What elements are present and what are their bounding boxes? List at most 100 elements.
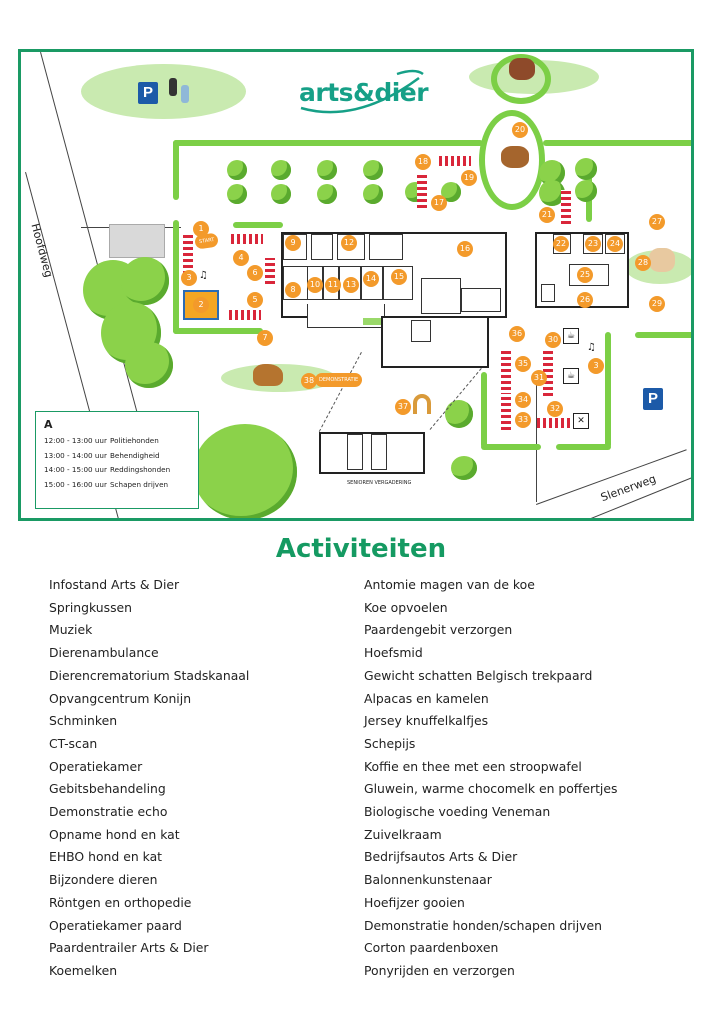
marker-10[interactable]: 10 (307, 277, 323, 293)
marker-16[interactable]: 16 (457, 241, 473, 257)
stall (537, 418, 571, 428)
marker-17[interactable]: 17 (431, 195, 447, 211)
tree (227, 160, 247, 180)
marker-8[interactable]: 8 (285, 282, 301, 298)
marker-20[interactable]: 20 (512, 122, 528, 138)
tree (451, 456, 477, 480)
tree (193, 424, 297, 518)
marker-37[interactable]: 37 (395, 399, 411, 415)
activity-item: Balonnenkunstenaar (364, 872, 492, 888)
event-map: Hoofdweg Slenerweg P P arts&dier (18, 49, 694, 521)
legend-time: 13:00 - 14:00 uur (44, 450, 107, 460)
parking-meadow (81, 64, 246, 119)
activity-item: Schminken (49, 713, 118, 729)
activity-item: Operatiekamer (49, 758, 143, 774)
activity-item: Paardengebit verzorgen (364, 622, 513, 638)
car-icon (169, 78, 177, 96)
marker-21[interactable]: 21 (539, 207, 555, 223)
dog-icon (253, 364, 283, 386)
activity-item: Paardentrailer Arts & Dier (49, 940, 209, 956)
stall (501, 394, 511, 430)
marker-7[interactable]: 7 (257, 330, 273, 346)
stall (183, 234, 193, 274)
marker-12[interactable]: 12 (341, 235, 357, 251)
activity-item: Demonstratie honden/schapen drijven (364, 917, 602, 933)
tree (539, 180, 565, 206)
legend-title: A (44, 418, 53, 431)
marker-30[interactable]: 30 (545, 332, 561, 348)
stall (417, 174, 427, 208)
marker-18[interactable]: 18 (415, 154, 431, 170)
marker-9[interactable]: 9 (285, 235, 301, 251)
room (371, 434, 387, 470)
activity-item: Koemelken (49, 962, 118, 978)
marker-13[interactable]: 13 (343, 277, 359, 293)
marker-34[interactable]: 34 (515, 392, 531, 408)
marker-35[interactable]: 35 (515, 356, 531, 372)
room (411, 320, 431, 342)
tree (445, 400, 473, 428)
marker-33[interactable]: 33 (515, 412, 531, 428)
activity-item: CT-scan (49, 735, 98, 751)
hedge (233, 222, 283, 228)
road-line (536, 382, 537, 502)
horseshoe-icon (413, 394, 431, 414)
room (311, 234, 333, 260)
marker-14[interactable]: 14 (363, 271, 379, 287)
marker-15[interactable]: 15 (391, 269, 407, 285)
marker-4[interactable]: 4 (233, 250, 249, 266)
marker-5[interactable]: 5 (247, 292, 263, 308)
stall (265, 258, 275, 284)
marker-23[interactable]: 23 (585, 236, 601, 252)
room (347, 434, 363, 470)
marker-28[interactable]: 28 (635, 255, 651, 271)
tree (317, 160, 337, 180)
activity-item: Biologische voeding Veneman (364, 804, 551, 820)
hedge (481, 444, 541, 450)
activity-item: Gluwein, warme chocomelk en poffertjes (364, 781, 618, 797)
marker-27[interactable]: 27 (649, 214, 665, 230)
hedge (173, 140, 483, 146)
marker-31[interactable]: 31 (531, 370, 547, 386)
marker-24[interactable]: 24 (607, 236, 623, 252)
marker-3b[interactable]: 3 (588, 358, 604, 374)
marker-3[interactable]: 3 (181, 270, 197, 286)
marker-26[interactable]: 26 (577, 292, 593, 308)
stall (439, 156, 471, 166)
marker-25[interactable]: 25 (577, 267, 593, 283)
activity-item: Demonstratie echo (49, 804, 168, 820)
activity-item: Zuivelkraam (364, 826, 442, 842)
tree (125, 342, 173, 388)
legend-activity: Politiehonden (110, 436, 159, 445)
activity-item: Koffie en thee met een stroopwafel (364, 758, 582, 774)
tree (575, 158, 597, 180)
marker-11[interactable]: 11 (325, 277, 341, 293)
tree (271, 160, 291, 180)
hedge (543, 140, 691, 146)
coffee-icon: ☕ (563, 368, 579, 384)
marker-19[interactable]: 19 (461, 170, 477, 186)
music-icon: ♫ (587, 342, 596, 353)
marker-6[interactable]: 6 (247, 265, 263, 281)
marker-32[interactable]: 32 (547, 401, 563, 417)
hedge (605, 332, 611, 448)
marker-22[interactable]: 22 (553, 236, 569, 252)
marker-29[interactable]: 29 (649, 296, 665, 312)
horse-icon (501, 146, 529, 168)
marker-1[interactable]: 1 (193, 221, 209, 237)
room (421, 278, 461, 314)
activity-item: Röntgen en orthopedie (49, 894, 192, 910)
stall (229, 310, 261, 320)
legend-time: 15:00 - 16:00 uur (44, 479, 107, 489)
marker-36[interactable]: 36 (509, 326, 525, 342)
tree (121, 257, 169, 305)
activity-item: Dierencrematorium Stadskanaal (49, 667, 250, 683)
legend-activity: Behendigheid (110, 450, 160, 460)
marker-38[interactable]: 38 (301, 373, 317, 389)
marker-2[interactable]: 2 (193, 297, 209, 313)
activity-item: Hoefsmid (364, 645, 423, 661)
legend-time: 12:00 - 13:00 uur (44, 436, 107, 445)
annex-building (381, 316, 489, 368)
